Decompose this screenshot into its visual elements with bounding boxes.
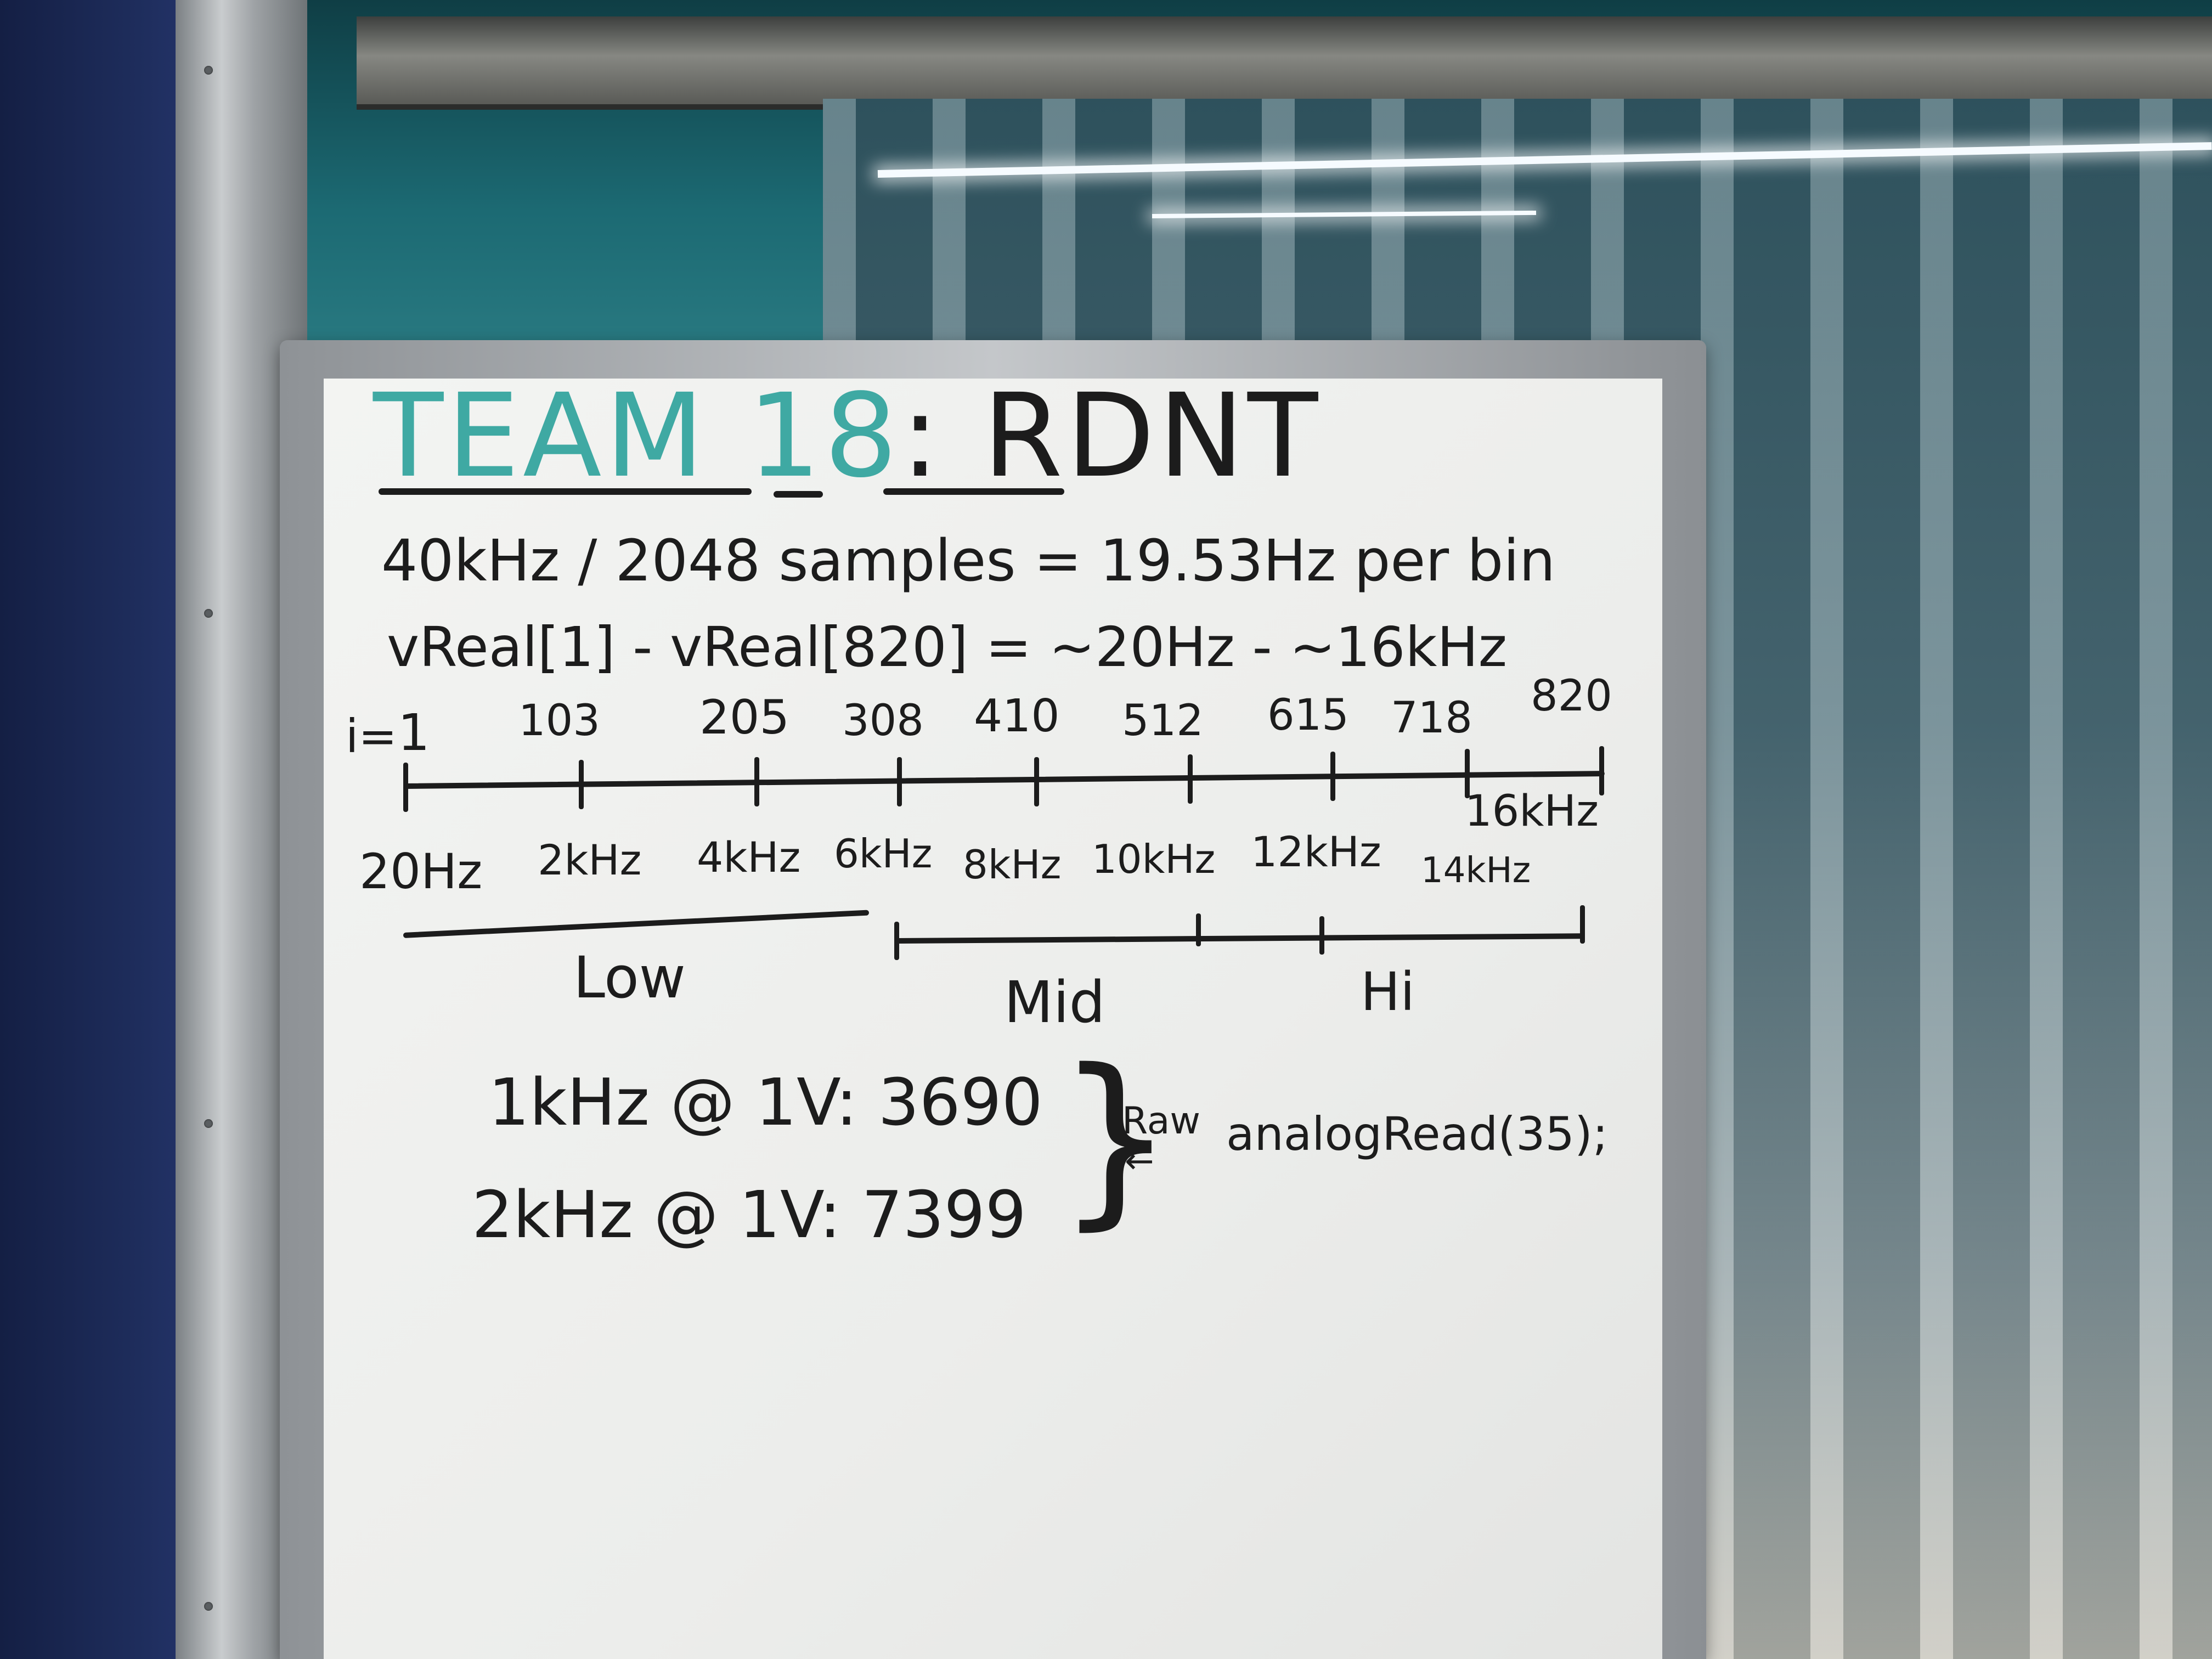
index-prefix: i= (346, 709, 397, 763)
axis-tick (1330, 752, 1335, 801)
band-divider (894, 922, 899, 960)
measurement-reading: 2kHz @ 1V: 7399 (472, 1177, 1026, 1252)
axis-tick (1599, 746, 1604, 795)
axis-tick (754, 757, 759, 806)
screw (204, 1119, 213, 1128)
frequency-label: 10kHz (1092, 836, 1216, 882)
band-label-mid: Mid (1004, 969, 1105, 1036)
screw (204, 66, 213, 75)
team-name: TEAM 18 (373, 369, 901, 503)
whiteboard (324, 379, 1662, 1659)
title-colon: : (900, 369, 943, 503)
index-label: 615 (1267, 691, 1349, 740)
frequency-label: 4kHz (697, 833, 801, 882)
index-label: 1 (398, 703, 430, 762)
index-label: 308 (842, 696, 924, 746)
axis-tick (579, 760, 584, 809)
frequency-label-max: 16kHz (1465, 787, 1599, 836)
title-underline (774, 491, 823, 498)
band-label-low: Low (573, 944, 686, 1011)
index-label: 512 (1122, 696, 1204, 746)
axis-tick (1465, 749, 1470, 798)
index-label: 410 (974, 690, 1060, 742)
axis-tick (1034, 757, 1039, 806)
axis-tick (1188, 754, 1193, 804)
blue-wall (0, 0, 198, 1659)
project-name: RDNT (983, 369, 1322, 503)
measurement-reading: 1kHz @ 1V: 3690 (488, 1064, 1043, 1140)
index-label: 718 (1391, 693, 1472, 743)
frequency-label: 14kHz (1421, 850, 1531, 891)
frequency-label: 12kHz (1251, 827, 1381, 876)
frequency-label: 8kHz (963, 842, 1062, 888)
bin-range-equation: vReal[1] - vReal[820] = ~20Hz - ~16kHz (387, 615, 1508, 679)
whiteboard-title: TEAM 18: RDNT (373, 379, 1321, 494)
band-divider (1196, 913, 1201, 946)
analog-read-code: analogRead(35); (1226, 1107, 1609, 1161)
frequency-label: 2kHz (538, 836, 642, 884)
index-label: 103 (518, 696, 600, 746)
sample-rate-equation: 40kHz / 2048 samples = 19.53Hz per bin (381, 527, 1556, 594)
screw (204, 1602, 213, 1611)
frequency-label: 6kHz (834, 831, 933, 877)
raw-label: Raw (1122, 1099, 1201, 1143)
axis-tick (897, 757, 902, 806)
screw (204, 609, 213, 618)
band-divider (1319, 916, 1324, 955)
index-label: 205 (699, 690, 790, 745)
band-label-hi: Hi (1361, 961, 1415, 1023)
curly-brace: } (1056, 1030, 1175, 1247)
band-divider (1580, 905, 1585, 944)
axis-tick (403, 763, 408, 812)
left-arrow-icon: ← (1125, 1141, 1154, 1182)
title-underline (883, 488, 1064, 495)
curtain-rail (357, 16, 2212, 110)
frequency-label: 20Hz (359, 843, 483, 900)
index-label: 820 (1531, 672, 1612, 721)
title-underline (379, 488, 752, 495)
